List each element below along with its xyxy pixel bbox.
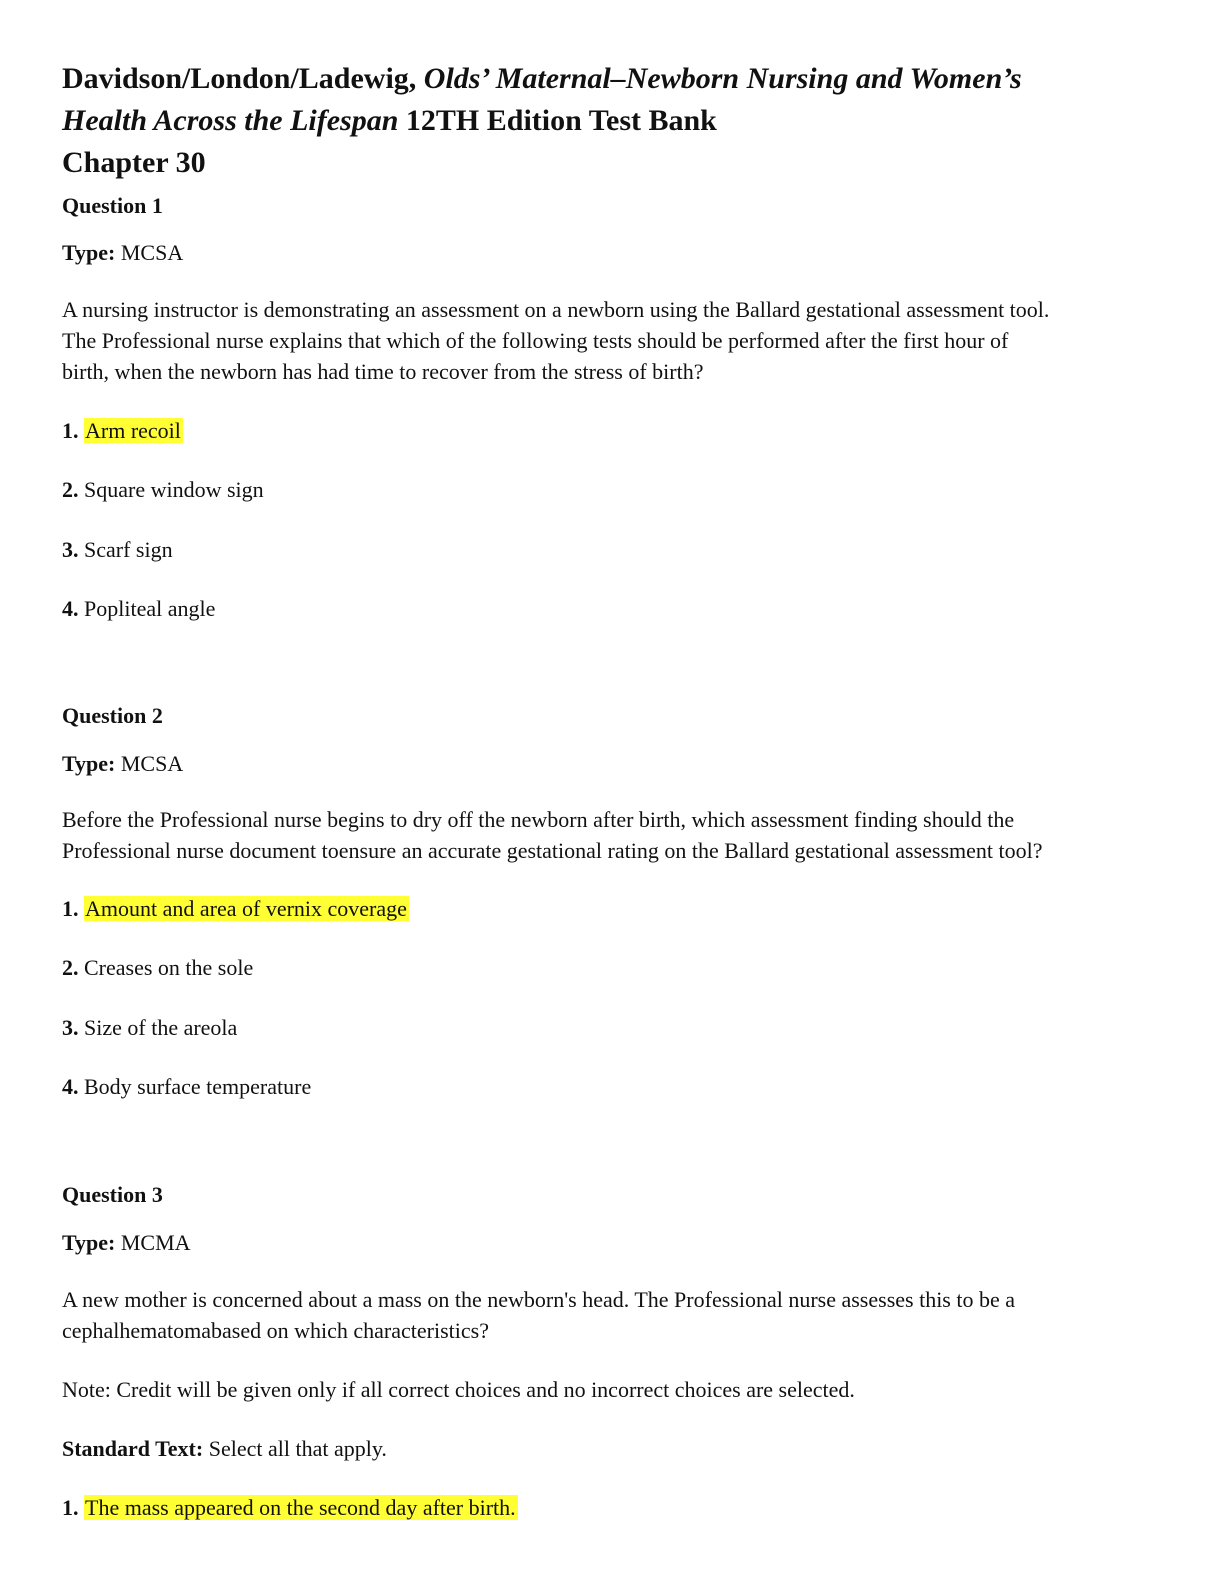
question-3-option-1: 1. The mass appeared on the second day a… [62,1492,518,1523]
question-1-option-1: 1. Arm recoil [62,415,183,446]
title-edition: 12TH Edition Test Bank [398,104,717,137]
type-label: Type: [62,751,116,776]
option-text: Creases on the sole [84,955,254,980]
option-number: 3. [62,537,79,562]
option-number: 1. [62,418,79,443]
standard-text-value: Select all that apply. [208,1436,387,1461]
option-number: 4. [62,596,79,621]
question-1-option-4: 4. Popliteal angle [62,593,215,624]
title-book-line-1: Olds’ Maternal–Newborn Nursing and Women… [423,62,1022,95]
type-label: Type: [62,240,116,265]
question-3-stem-line: A new mother is concerned about a mass o… [62,1287,1016,1312]
question-3-type: Type: MCMA [62,1227,191,1258]
title-authors: Davidson/London/Ladewig, [62,62,424,95]
option-text: Popliteal angle [84,596,216,621]
option-number: 1. [62,1495,79,1520]
option-number: 2. [62,955,79,980]
option-text: Size of the areola [84,1015,238,1040]
question-1-stem-line: A nursing instructor is demonstrating an… [62,297,1050,322]
question-2-type: Type: MCSA [62,748,183,779]
question-1-stem: A nursing instructor is demonstrating an… [62,294,1162,387]
question-2-option-2: 2. Creases on the sole [62,952,253,983]
option-text: Body surface temperature [84,1074,312,1099]
document-title: Davidson/London/Ladewig, Olds’ Maternal–… [62,58,1172,184]
standard-text-label: Standard Text: [62,1436,204,1461]
question-3-heading: Question 3 [62,1182,163,1207]
question-1-heading: Question 1 [62,193,163,218]
question-2-stem-line: Professional nurse document toensure an … [62,838,1043,863]
question-1-stem-line: The Professional nurse explains that whi… [62,328,1009,353]
question-1-stem-line: birth, when the newborn has had time to … [62,359,704,384]
question-2-type-value: MCSA [120,751,184,776]
question-1-option-3: 3. Scarf sign [62,534,173,565]
question-3-type-value: MCMA [120,1230,191,1255]
question-1-type: Type: MCSA [62,237,183,268]
question-2-option-3: 3. Size of the areola [62,1012,237,1043]
question-2-heading: Question 2 [62,703,163,728]
option-text: Scarf sign [84,537,173,562]
question-2-option-1: 1. Amount and area of vernix coverage [62,893,409,924]
type-label: Type: [62,1230,116,1255]
option-text-highlighted: The mass appeared on the second day afte… [84,1495,518,1520]
question-3-standard-text: Standard Text: Select all that apply. [62,1433,387,1464]
question-3-stem: A new mother is concerned about a mass o… [62,1284,1162,1346]
question-2-stem-line: Before the Professional nurse begins to … [62,807,1015,832]
option-text: Square window sign [84,477,264,502]
question-3-stem-line: cephalhematomabased on which characteris… [62,1318,489,1343]
option-text-highlighted: Arm recoil [84,418,183,443]
question-2-stem: Before the Professional nurse begins to … [62,804,1162,866]
chapter-heading: Chapter 30 [62,146,206,179]
option-number: 2. [62,477,79,502]
option-number: 1. [62,896,79,921]
question-1-type-value: MCSA [120,240,184,265]
option-number: 3. [62,1015,79,1040]
question-3-note: Note: Credit will be given only if all c… [62,1377,855,1402]
question-1-option-2: 2. Square window sign [62,474,264,505]
title-line-1: Davidson/London/Ladewig, Olds’ Maternal–… [62,58,1172,100]
option-number: 4. [62,1074,79,1099]
title-line-2: Health Across the Lifespan 12TH Edition … [62,100,1172,142]
question-2-option-4: 4. Body surface temperature [62,1071,311,1102]
option-text-highlighted: Amount and area of vernix coverage [84,896,409,921]
title-book-line-2: Health Across the Lifespan [62,104,399,137]
